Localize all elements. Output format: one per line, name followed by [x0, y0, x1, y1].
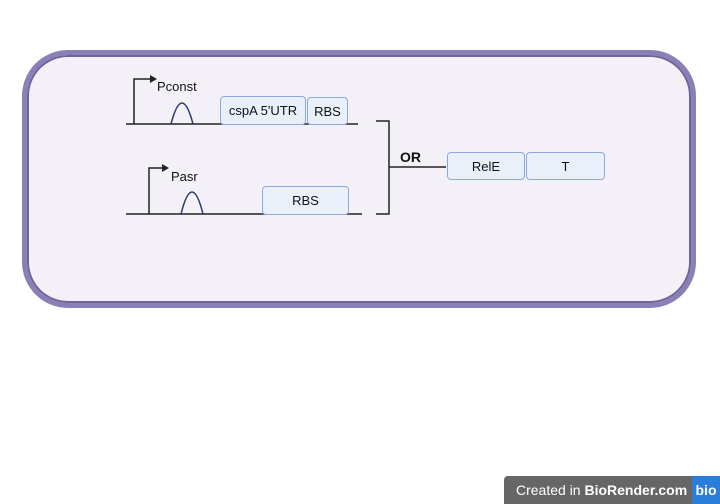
- arrowhead-icon: [162, 164, 169, 172]
- promoter-arrow-icon: [148, 167, 162, 214]
- promoter-arrow-icon: [133, 78, 150, 124]
- or-label: OR: [400, 149, 421, 165]
- operator-hump-icon: [170, 102, 194, 125]
- operator-hump-icon: [180, 191, 204, 215]
- part-utr: cspA 5'UTR: [220, 96, 306, 125]
- promoter-label: Pasr: [171, 169, 198, 184]
- part-rele: RelE: [447, 152, 525, 180]
- biorender-watermark[interactable]: Created in BioRender.com bio: [504, 476, 720, 504]
- part-rbs: RBS: [262, 186, 349, 215]
- promoter-label: Pconst: [157, 79, 197, 94]
- part-rbs: RBS: [307, 97, 348, 125]
- watermark-brand: BioRender.com: [584, 482, 688, 498]
- arrowhead-icon: [150, 75, 157, 83]
- part-terminator: T: [526, 152, 605, 180]
- watermark-prefix: Created in: [516, 482, 585, 498]
- biorender-logo-icon: bio: [692, 476, 720, 504]
- bracket: [376, 120, 390, 215]
